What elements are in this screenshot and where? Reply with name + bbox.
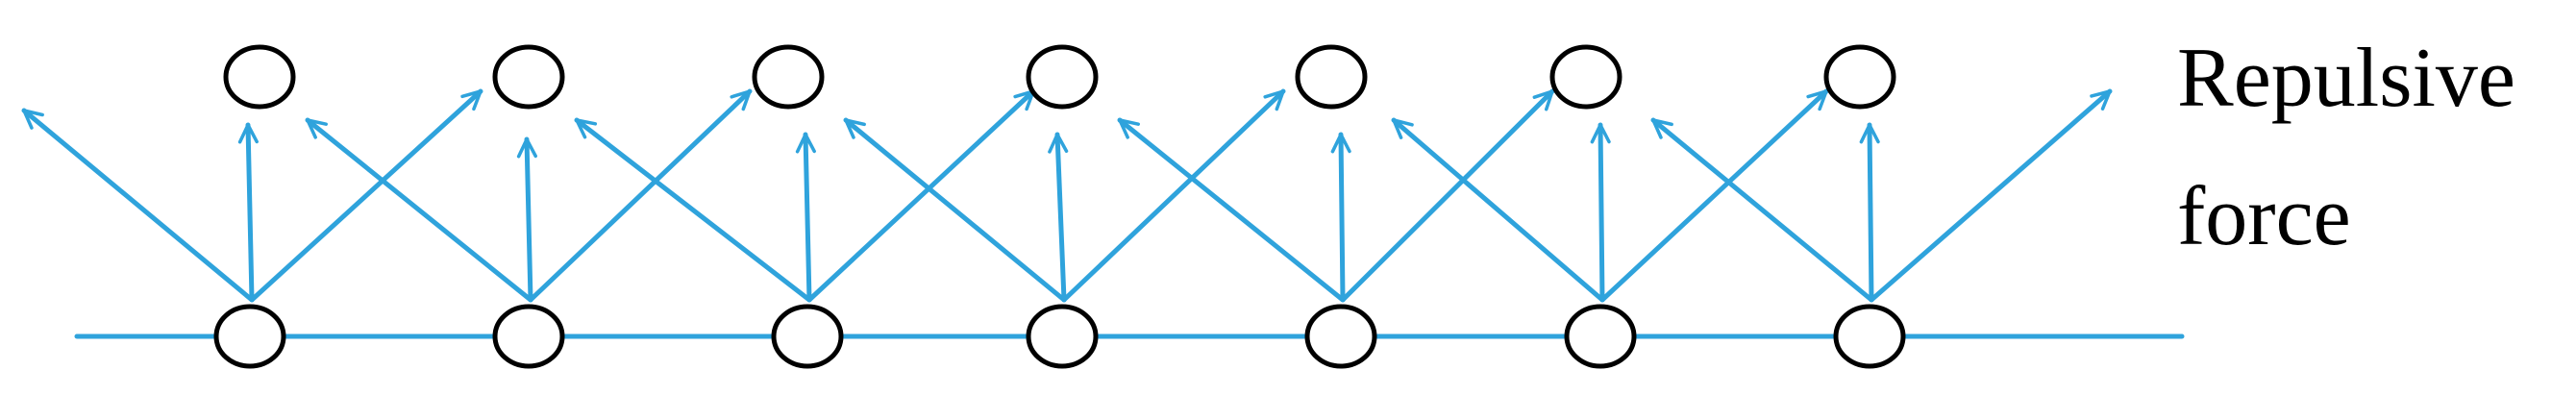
surface-node xyxy=(771,304,844,369)
surface-node xyxy=(1026,304,1099,369)
nodes-layer xyxy=(213,44,1906,369)
arrow-up xyxy=(1330,132,1351,303)
floating-node xyxy=(1549,44,1622,110)
floating-node xyxy=(223,44,296,110)
arrow-up-left xyxy=(1650,117,1874,303)
arrow-up-right xyxy=(1340,88,1555,303)
floating-node xyxy=(752,44,825,110)
arrow-up-right xyxy=(1599,88,1829,303)
arrow-up xyxy=(795,132,816,303)
floating-node xyxy=(492,44,565,110)
surface-node xyxy=(1304,304,1377,369)
caption-repulsive: Repulsive xyxy=(2177,32,2515,125)
arrow-up-right xyxy=(1869,88,2113,303)
arrow-up-right xyxy=(1061,88,1286,303)
surface-node xyxy=(213,304,286,369)
arrow-up-left xyxy=(1391,117,1605,303)
surface-node xyxy=(1833,304,1906,369)
arrow-up xyxy=(1048,132,1069,303)
arrow-up-left xyxy=(305,117,533,303)
arrow-up xyxy=(516,136,537,303)
arrow-up xyxy=(1590,122,1611,303)
arrow-up xyxy=(1859,122,1880,303)
arrow-up-left xyxy=(574,117,812,303)
floating-node xyxy=(1026,44,1099,110)
arrow-up-right xyxy=(528,88,753,303)
floating-node xyxy=(1823,44,1896,110)
arrow-up-right xyxy=(249,88,483,303)
surface-node xyxy=(1564,304,1637,369)
surface-node xyxy=(492,304,565,369)
arrow-up-right xyxy=(806,88,1036,303)
floating-node xyxy=(1295,44,1368,110)
arrow-up-left xyxy=(21,108,255,303)
arrow-up-left xyxy=(1117,117,1346,303)
arrows-layer xyxy=(21,88,2113,303)
caption-force: force xyxy=(2177,170,2351,263)
arrow-up-left xyxy=(843,117,1067,303)
arrow-up xyxy=(237,122,259,303)
